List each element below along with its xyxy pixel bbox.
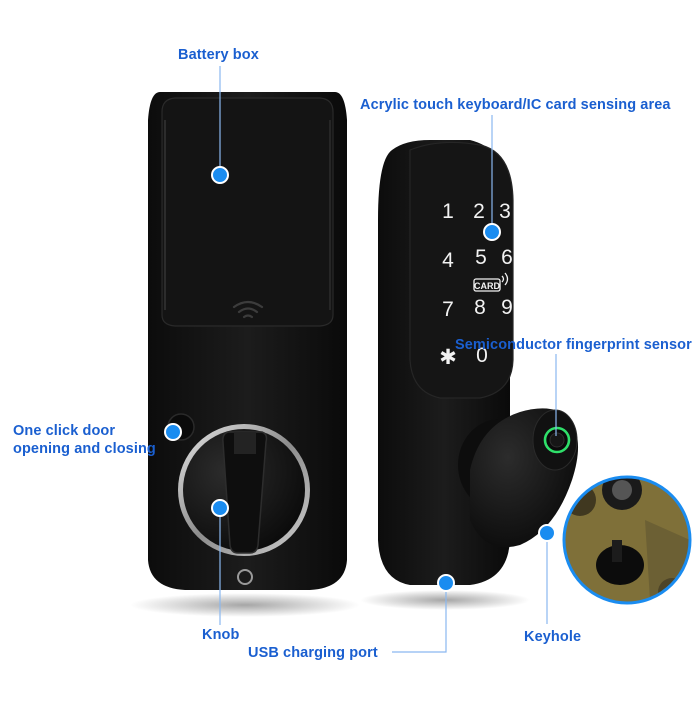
key-7: 7 (442, 298, 454, 321)
key-8: 8 (474, 296, 486, 319)
fingerprint-label: Semiconductor fingerprint sensor (455, 337, 692, 353)
keyboard-marker (483, 223, 501, 241)
battery-cover (161, 97, 334, 327)
callout-lines (165, 66, 557, 653)
key-4: 4 (442, 249, 454, 272)
battery-box-marker (211, 166, 229, 184)
exterior-shadow (360, 590, 530, 610)
key-5: 5 (475, 246, 487, 269)
usb-port-interior (237, 569, 253, 585)
interior-shadow (130, 593, 360, 617)
callout-dots (164, 166, 556, 592)
usb-port-label: USB charging port (248, 645, 378, 661)
keyhole-hole (596, 545, 644, 585)
nfc-icon (501, 272, 509, 286)
keyhole-marker (538, 524, 556, 542)
one-click-label-line-2: opening and closing (13, 441, 156, 457)
one-click-label: One click door opening and closing (13, 422, 156, 458)
card-badge: CARD (474, 281, 500, 291)
key-star: ✱ (439, 346, 457, 369)
knob-label: Knob (202, 627, 240, 643)
thumb-turn (222, 431, 268, 554)
usb-marker (437, 574, 455, 592)
key-9: 9 (501, 296, 513, 319)
keyhole-closeup (561, 474, 693, 606)
interior-unit (148, 92, 347, 590)
key-3: 3 (499, 200, 511, 223)
exterior-unit: 1 2 3 4 5 6 7 8 9 ✱ 0 CARD (378, 140, 579, 585)
key-2: 2 (473, 200, 485, 223)
key-6: 6 (501, 246, 513, 269)
one-click-label-line-1: One click door (13, 423, 116, 439)
keypad-panel (409, 141, 514, 399)
wireless-icon (232, 300, 264, 319)
one-click-marker (164, 423, 182, 441)
battery-box-label: Battery box (178, 47, 259, 63)
key-1: 1 (442, 200, 454, 223)
keyboard-label: Acrylic touch keyboard/IC card sensing a… (360, 97, 671, 113)
keypad: 1 2 3 4 5 6 7 8 9 ✱ 0 (439, 200, 513, 369)
card-badge-box (473, 278, 501, 292)
keyhole-label: Keyhole (524, 629, 582, 645)
knob-marker (211, 499, 229, 517)
key-0: 0 (476, 344, 488, 367)
